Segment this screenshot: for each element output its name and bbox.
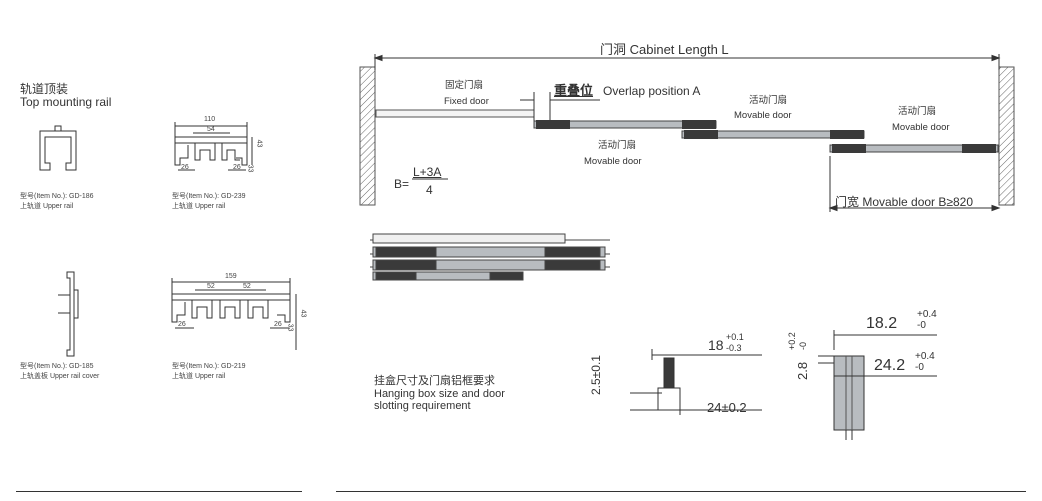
dim-52b: 52: [243, 283, 251, 290]
caption-gd185-code: 型号(Item No.): GD-185: [20, 363, 94, 370]
divider-right: [336, 491, 1026, 492]
dim-159: 159: [225, 273, 237, 280]
dim-26c: 26: [178, 321, 186, 328]
dim-18: 18: [708, 337, 724, 353]
profile-gd219: [171, 278, 297, 350]
dim-18-tol-dn: -0.3: [726, 343, 742, 353]
dim-18-tol-up: +0.1: [726, 332, 744, 342]
dim-54: 54: [207, 126, 215, 133]
profile-gd239: [174, 122, 253, 171]
dim-24: 24±0.2: [707, 400, 747, 415]
title-cn: 轨道顶装: [20, 82, 69, 96]
dim-2-8-up: +0.2: [787, 332, 797, 350]
dim-26d: 26: [274, 321, 282, 328]
movable-door-1-cn: 活动门扇: [749, 95, 788, 106]
title-en: Top mounting rail: [20, 95, 112, 109]
caption-gd239-code: 型号(Item No.): GD-239: [172, 193, 246, 200]
caption-gd186-code: 型号(Item No.): GD-186: [20, 193, 94, 200]
dim-24-2-dn: -0: [915, 362, 924, 373]
dim-18-2: 18.2: [866, 315, 898, 332]
overlap-en: Overlap position A: [603, 84, 701, 98]
divider-left: [16, 491, 302, 492]
dim-24-2: 24.2: [874, 357, 906, 374]
formula-denominator: 4: [426, 183, 433, 197]
caption-gd186-desc: 上轨道 Upper rail: [20, 203, 74, 210]
dim-110: 110: [204, 116, 216, 123]
dim-2-8: 2.8: [795, 361, 810, 380]
dim-18-2-dn: -0: [917, 320, 926, 331]
movable-door-1-en: Movable door: [734, 110, 792, 121]
movable-door-2-cn: 活动门扇: [898, 106, 937, 117]
door-width-label: 门宽 Movable door B≥820: [835, 195, 973, 209]
formula-lhs: B=: [394, 177, 410, 191]
formula-numerator: L+3A: [413, 165, 442, 179]
caption-gd219-desc: 上轨道 Upper rail: [172, 373, 226, 380]
dim-52a: 52: [207, 283, 215, 290]
movable-door-3-en: Movable door: [584, 156, 642, 167]
overlap-cn: 重叠位: [554, 83, 594, 98]
profile-gd186: [39, 125, 77, 171]
cabinet-length-label: 门洞 Cabinet Length L: [600, 42, 729, 57]
slotting-title-en-1: Hanging box size and door: [374, 388, 505, 400]
right-wall: [998, 66, 1015, 206]
dim-25: 2.5±0.1: [589, 355, 603, 395]
dim-26b: 26: [233, 164, 241, 171]
dim-26a: 26: [181, 164, 189, 171]
slotting-title-cn: 挂盒尺寸及门扇铝框要求: [374, 375, 495, 387]
fixed-door-cn: 固定门扇: [445, 80, 484, 91]
movable-door-2: [681, 130, 865, 139]
dim-24-2-up: +0.4: [915, 351, 935, 362]
slotting-title-en-2: slotting requirement: [374, 400, 471, 412]
movable-door-3-cn: 活动门扇: [598, 140, 637, 151]
movable-door-1: [533, 120, 717, 129]
dim-18-2-up: +0.4: [917, 309, 937, 320]
left-wall: [359, 66, 376, 206]
movable-door-2-en: Movable door: [892, 122, 950, 133]
caption-gd219-code: 型号(Item No.): GD-219: [172, 363, 246, 370]
fixed-door-en: Fixed door: [444, 96, 489, 107]
caption-gd239-desc: 上轨道 Upper rail: [172, 203, 226, 210]
caption-gd185-desc: 上轨盖板 Upper rail cover: [20, 373, 100, 380]
dim-2-8-dn: -0: [798, 341, 808, 350]
movable-door-3: [829, 144, 999, 153]
profile-gd185: [58, 271, 79, 357]
